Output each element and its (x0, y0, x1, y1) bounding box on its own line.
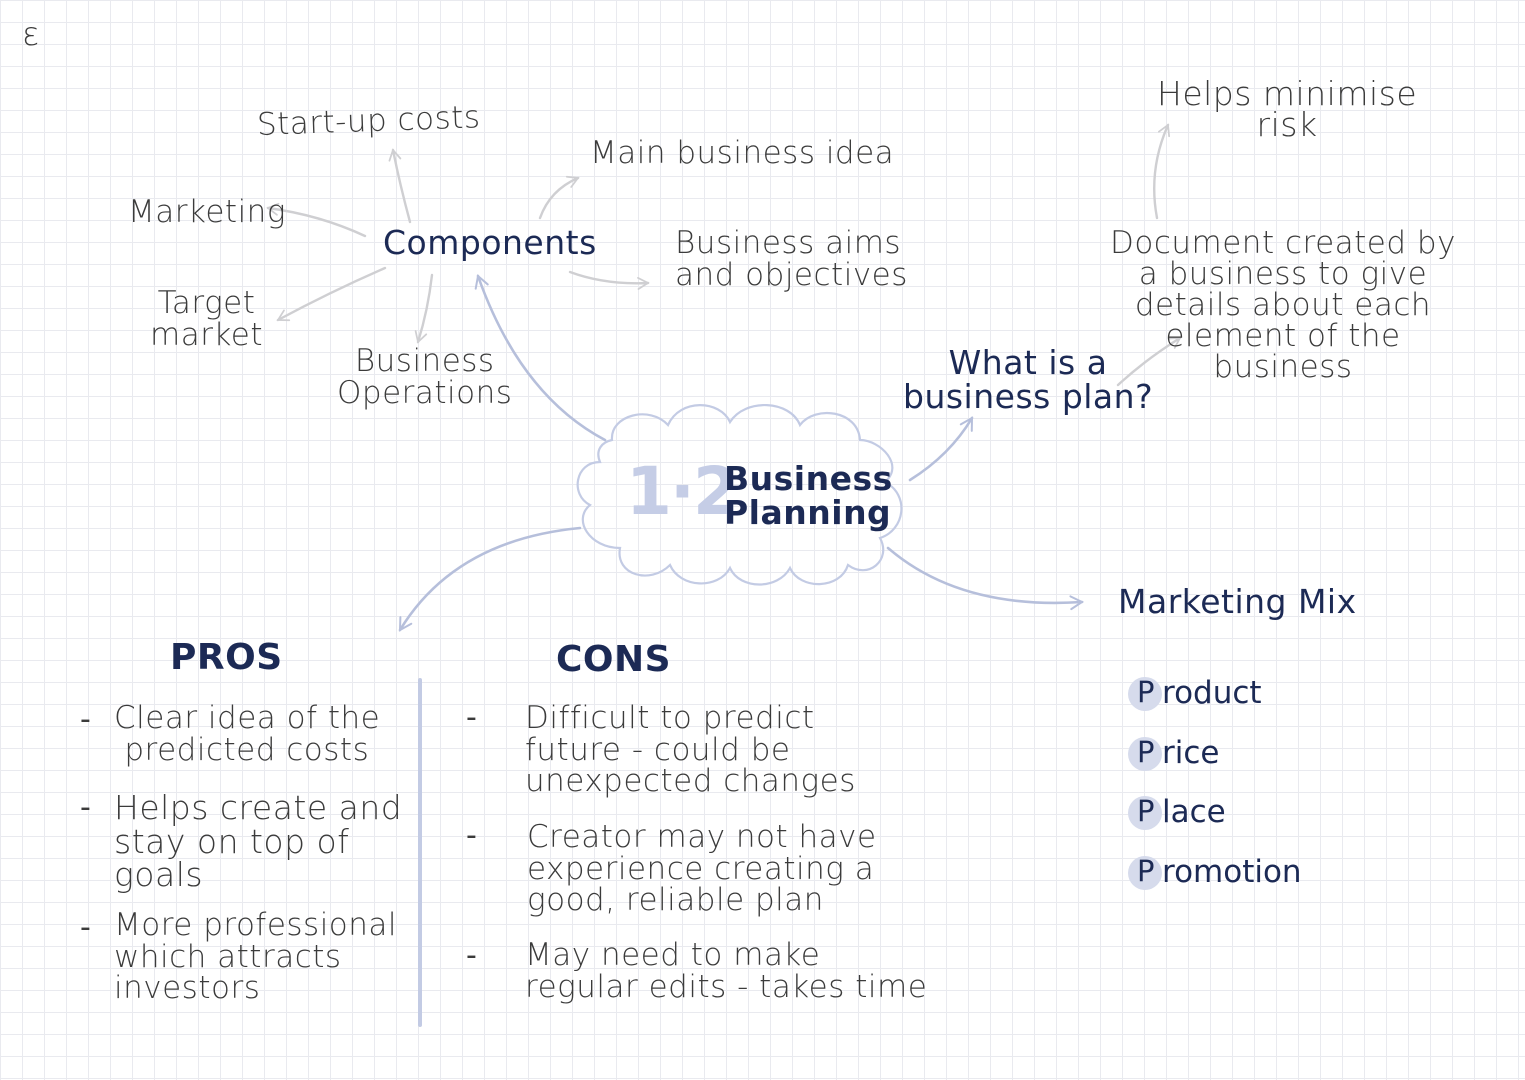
corner-mark: ε (22, 15, 40, 53)
arrow-aims (568, 270, 650, 290)
bubble-icon (1128, 737, 1162, 771)
arrow-to-marketing-mix (886, 546, 1085, 611)
topic-title: Business Planning (724, 459, 893, 532)
pros-item: Helps create and stay on top of goals (114, 788, 403, 895)
marketing-mix-label: Marketing Mix (1118, 582, 1357, 621)
bubble-icon (1128, 856, 1162, 890)
arrow-main-idea (538, 175, 580, 220)
cons-item: Creator may not have experience creating… (527, 819, 877, 919)
target-market-text: Target market (150, 285, 264, 353)
mix-word-rest: romotion (1162, 854, 1302, 890)
mix-letter: P (1137, 675, 1155, 709)
bullet-dash: - (466, 700, 477, 735)
pros-item: Clear idea of the predicted costs (114, 700, 381, 768)
arrow-answer (1116, 336, 1182, 387)
pros-heading: PROS (170, 637, 283, 678)
question-text: What is a business plan? (903, 343, 1154, 416)
minimise-risk-text: Helps minimise risk (1157, 74, 1418, 145)
pros-item: More professional which attracts investo… (114, 907, 398, 1007)
components-label: Components (383, 223, 597, 262)
center-cloud (576, 404, 903, 586)
mix-letter: P (1137, 794, 1155, 828)
arrow-benefit (1153, 123, 1171, 220)
arrow-startup (388, 148, 412, 224)
bullet-dash: - (80, 910, 91, 945)
arrow-to-pros-cons (398, 526, 582, 632)
mix-word-rest: rice (1162, 735, 1220, 771)
bubble-icon (1128, 677, 1162, 711)
cons-item: May need to make regular edits - takes t… (525, 937, 928, 1005)
bullet-dash: - (466, 818, 477, 853)
mix-letter: P (1137, 854, 1155, 888)
arrow-marketing (266, 202, 367, 238)
mix-letter: P (1137, 735, 1155, 769)
startup-costs-text: Start-up costs (256, 99, 482, 143)
bullet-dash: - (80, 790, 91, 825)
bullet-dash: - (80, 702, 91, 737)
arrow-to-components (474, 274, 607, 442)
arrow-operations (414, 273, 434, 344)
marketing-text: Marketing (128, 194, 286, 230)
arrow-target (276, 266, 387, 322)
cons-heading: CONS (556, 639, 672, 680)
bubble-icon (1128, 796, 1162, 830)
cons-item: Difficult to predict future - could be u… (525, 700, 856, 800)
topic-number: 1·2 (626, 453, 739, 530)
mix-word-rest: lace (1162, 794, 1226, 830)
arrow-to-question (908, 416, 974, 482)
business-aims-text: Business aims and objectives (675, 225, 908, 293)
definition-answer-text: Document created by a business to give d… (1110, 225, 1456, 385)
mix-word-rest: roduct (1162, 675, 1262, 711)
main-business-idea-text: Main business idea (590, 135, 895, 171)
bullet-dash: - (466, 938, 477, 973)
business-operations-text: Business Operations (337, 343, 513, 411)
